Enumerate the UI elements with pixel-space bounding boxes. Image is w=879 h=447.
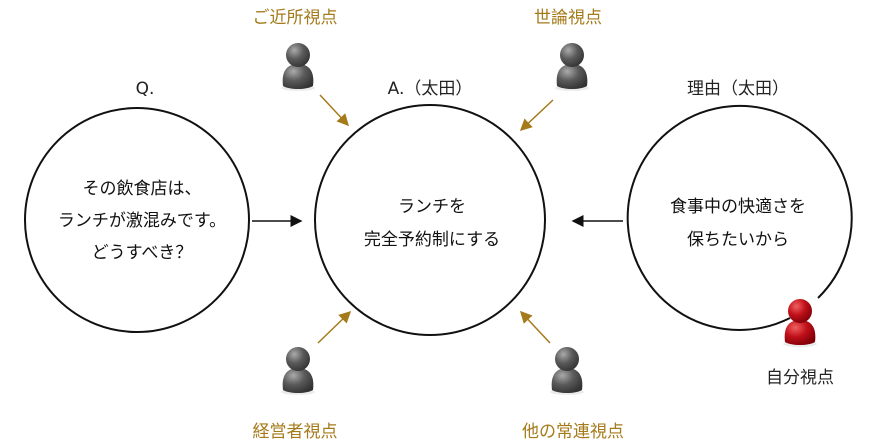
question-circle [24, 107, 250, 333]
answer-line: 完全予約制にする [364, 230, 500, 250]
person-icon [555, 43, 589, 91]
reason-circle [626, 104, 853, 331]
reason-line: 保ちたいから [687, 230, 789, 250]
self-label: 自分視点 [766, 368, 834, 388]
reason-line: 食事中の快適さを [670, 197, 806, 217]
regulars-label: 他の常連視点 [522, 422, 624, 442]
public-arrow [519, 99, 554, 132]
person-icon [550, 347, 584, 395]
neighbors-label: ご近所視点 [253, 8, 338, 28]
management-label: 経営者視点 [253, 422, 338, 442]
question-line: ランチが激混みです。 [58, 211, 226, 231]
self-person-icon [783, 299, 817, 347]
public-label: 世論視点 [534, 8, 602, 28]
person-icon [281, 43, 315, 91]
question-line: その飲食店は、 [83, 179, 202, 199]
question-header: Q. [136, 79, 155, 99]
reason-header: 理由（太田） [687, 79, 789, 99]
neighbors-arrow [319, 94, 350, 127]
regulars-arrow [519, 310, 551, 344]
answer-line: ランチを [398, 197, 466, 217]
question-line: どうすべき？ [92, 243, 193, 263]
answer-header: A.（太田） [388, 79, 473, 99]
answer-circle [314, 104, 546, 336]
person-icon [281, 347, 315, 395]
management-arrow [317, 310, 352, 344]
